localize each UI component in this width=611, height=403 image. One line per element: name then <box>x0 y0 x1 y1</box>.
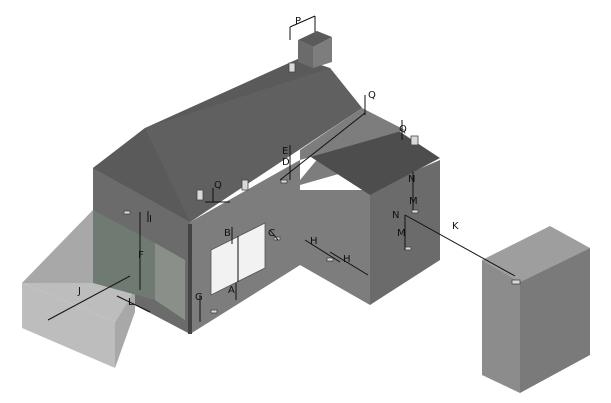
label-p: P <box>295 16 301 27</box>
flue-terminal-icon <box>196 62 419 201</box>
chimney-front <box>298 40 313 68</box>
lean-to-wall <box>22 210 93 283</box>
label-l: L <box>128 297 134 308</box>
downpipe-icon <box>188 224 192 334</box>
garage-top <box>482 226 590 282</box>
upper-side-wall <box>300 108 405 160</box>
label-q-wall: Q <box>214 180 222 191</box>
label-h1: H <box>310 236 318 247</box>
label-j: J <box>77 286 81 297</box>
garage-front <box>482 260 520 393</box>
extension-front-wall <box>300 190 370 305</box>
main-roof-slope <box>145 68 362 222</box>
label-q-chimney: Q <box>368 90 376 101</box>
label-f: F <box>138 250 144 261</box>
conservatory-door <box>155 243 185 320</box>
chimney-side <box>313 37 332 68</box>
label-k: K <box>452 221 459 232</box>
chimney-top <box>298 31 332 47</box>
label-i: I <box>149 214 152 225</box>
garage-side <box>520 248 590 393</box>
dimension-lines <box>47 15 516 322</box>
fence-panel <box>22 283 115 368</box>
fence-end <box>115 290 135 368</box>
dimension-labels: P Q Q D E Q B C F I J L G A H H K N M N … <box>77 16 459 308</box>
label-b: B <box>224 228 231 239</box>
label-e: E <box>282 146 288 157</box>
label-d: D <box>282 157 290 168</box>
label-g: G <box>195 292 203 303</box>
label-n1: N <box>408 174 415 185</box>
label-m1: M <box>409 196 418 207</box>
label-a: A <box>228 285 235 296</box>
label-c: C <box>268 228 275 239</box>
label-h2: H <box>343 254 351 265</box>
label-n2: N <box>392 210 399 221</box>
label-m2: M <box>397 228 406 239</box>
label-q-roof: Q <box>399 124 407 135</box>
